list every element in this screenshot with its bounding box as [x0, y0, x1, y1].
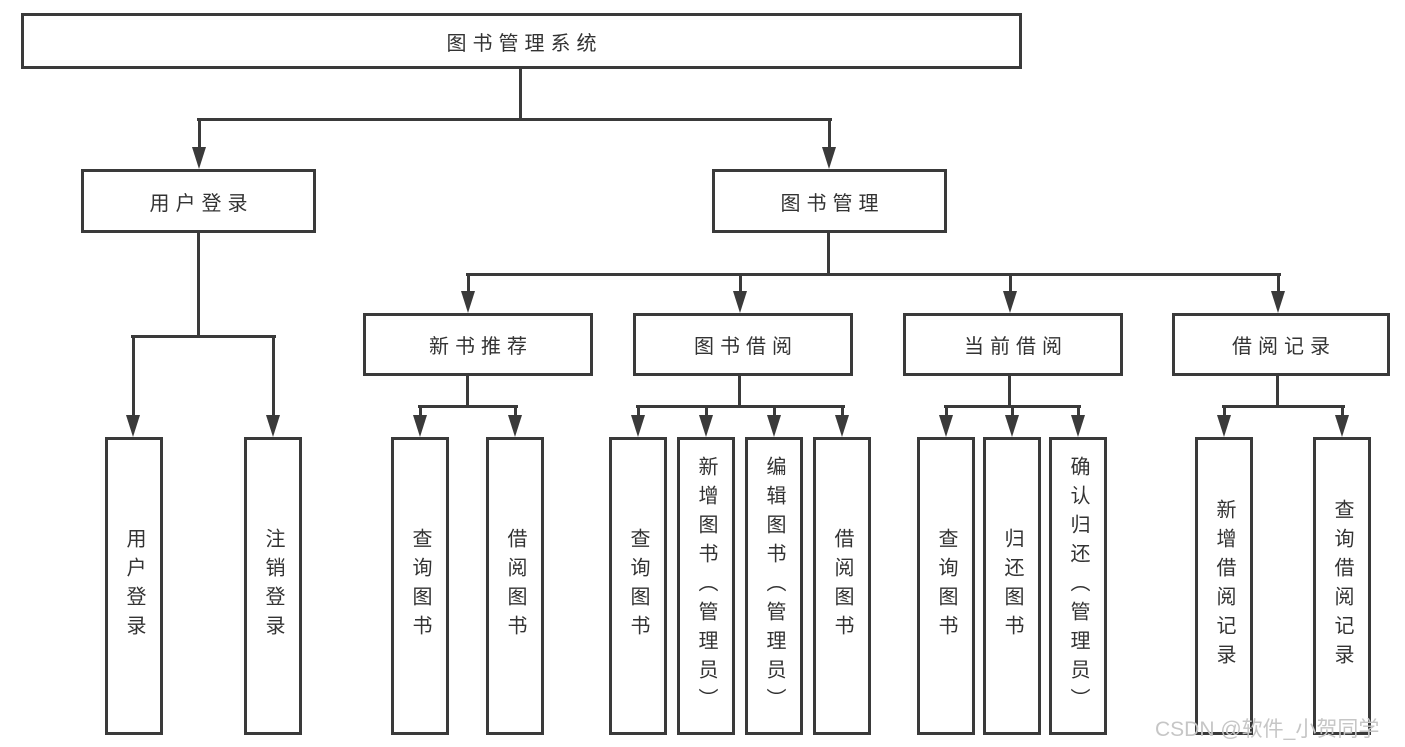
arrow-down-icon — [192, 118, 206, 169]
connector-record-branch — [1222, 405, 1345, 408]
arrow-down-icon — [461, 273, 475, 313]
node-label: 注销登录 — [262, 528, 284, 644]
arrow-down-icon — [699, 405, 713, 437]
arrow-down-icon — [413, 405, 427, 437]
connector-borrow-branch — [636, 405, 845, 408]
node-label: 确认归还（管理员） — [1067, 455, 1089, 717]
node-label: 查询图书 — [627, 528, 649, 644]
node-label: 查询借阅记录 — [1331, 499, 1353, 673]
arrow-down-icon — [767, 405, 781, 437]
node-label: 借阅记录 — [1232, 336, 1336, 358]
arrow-down-icon — [733, 273, 747, 313]
node-label: 新增图书（管理员） — [695, 455, 717, 717]
leaf-borrow-add-book-admin: 新增图书（管理员） — [677, 437, 735, 735]
node-label: 当前借阅 — [964, 336, 1068, 358]
node-book-borrowing: 图书借阅 — [633, 313, 853, 376]
node-label: 图书管理系统 — [446, 32, 603, 55]
leaf-record-add-borrow-record: 新增借阅记录 — [1195, 437, 1253, 735]
csdn-watermark: CSDN @软件_小贺同学 — [1155, 718, 1380, 741]
leaf-borrow-edit-book-admin: 编辑图书（管理员） — [745, 437, 803, 735]
arrow-down-icon — [1003, 273, 1017, 313]
arrow-down-icon — [1005, 405, 1019, 437]
leaf-user-login: 用户登录 — [105, 437, 163, 735]
connector-userlogin-branch — [131, 335, 276, 338]
node-label: 借阅图书 — [504, 528, 526, 644]
node-label: 用户登录 — [123, 528, 145, 644]
arrow-down-icon — [822, 118, 836, 169]
node-root-library-system: 图书管理系统 — [21, 13, 1022, 69]
node-label: 用户登录 — [149, 192, 254, 215]
arrow-down-icon — [631, 405, 645, 437]
node-label: 新书推荐 — [429, 336, 533, 358]
connector-bookmgmt-stub — [827, 233, 830, 276]
leaf-record-query-borrow-record: 查询借阅记录 — [1313, 437, 1371, 735]
node-new-book-recommend: 新书推荐 — [363, 313, 593, 376]
connector-borrow-stub — [738, 376, 741, 408]
node-borrow-records: 借阅记录 — [1172, 313, 1390, 376]
leaf-logout-login: 注销登录 — [244, 437, 302, 735]
leaf-current-query-book: 查询图书 — [917, 437, 975, 735]
connector-newbook-branch — [418, 405, 518, 408]
arrow-down-icon — [939, 405, 953, 437]
leaf-current-return-book: 归还图书 — [983, 437, 1041, 735]
arrow-down-icon — [835, 405, 849, 437]
connector-userlogin-stub — [197, 233, 200, 338]
arrow-down-icon — [508, 405, 522, 437]
node-label: 查询图书 — [935, 528, 957, 644]
node-label: 借阅图书 — [831, 528, 853, 644]
node-label: 查询图书 — [409, 528, 431, 644]
connector-newbook-stub — [466, 376, 469, 408]
node-label: 编辑图书（管理员） — [763, 455, 785, 717]
leaf-newbook-query-book: 查询图书 — [391, 437, 449, 735]
arrow-down-icon — [1071, 405, 1085, 437]
node-label: 图书管理 — [780, 192, 885, 215]
arrow-down-icon — [266, 335, 280, 437]
leaf-current-confirm-return-admin: 确认归还（管理员） — [1049, 437, 1107, 735]
arrow-down-icon — [1271, 273, 1285, 313]
connector-current-stub — [1008, 376, 1011, 408]
leaf-borrow-query-book: 查询图书 — [609, 437, 667, 735]
connector-root-stub — [519, 69, 522, 121]
node-label: 归还图书 — [1001, 528, 1023, 644]
node-book-management: 图书管理 — [712, 169, 947, 233]
node-label: 图书借阅 — [694, 336, 798, 358]
node-current-borrowing: 当前借阅 — [903, 313, 1123, 376]
arrow-down-icon — [126, 335, 140, 437]
node-label: 新增借阅记录 — [1213, 499, 1235, 673]
connector-root-branch — [197, 118, 832, 121]
connector-record-stub — [1276, 376, 1279, 408]
connector-bookmgmt-branch — [466, 273, 1281, 276]
leaf-borrow-borrow-book: 借阅图书 — [813, 437, 871, 735]
node-user-login: 用户登录 — [81, 169, 316, 233]
arrow-down-icon — [1217, 405, 1231, 437]
arrow-down-icon — [1335, 405, 1349, 437]
leaf-newbook-borrow-book: 借阅图书 — [486, 437, 544, 735]
